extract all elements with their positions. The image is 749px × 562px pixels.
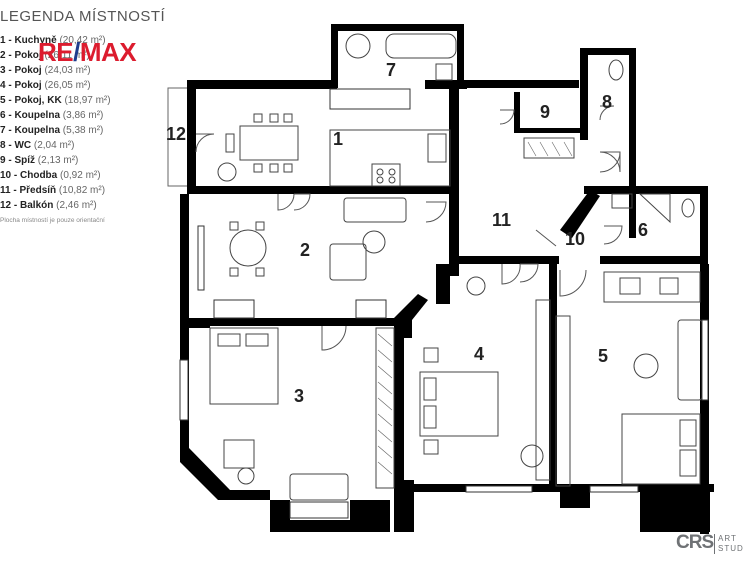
legend-item: 3 - Pokoj (24,03 m²): [0, 65, 91, 76]
legend-item: 1 - Kuchyně (20,42 m²): [0, 35, 106, 46]
legend-item: 10 - Chodba (0,92 m²): [0, 170, 101, 181]
room-label-3: 3: [294, 386, 304, 406]
room-label-8: 8: [602, 92, 612, 112]
legend-item: 12 - Balkón (2,46 m²): [0, 200, 97, 211]
legend-item: 5 - Pokoj, KK (18,97 m²): [0, 95, 111, 106]
room-label-2: 2: [300, 240, 310, 260]
legend-item: 4 - Pokoj (26,05 m²): [0, 80, 91, 91]
room-label-6: 6: [638, 220, 648, 240]
legend-list: 1 - Kuchyně (20,42 m²) 2 - Pokoj (26,11 …: [0, 33, 200, 213]
room-label-9: 9: [540, 102, 550, 122]
door-swings: [195, 105, 623, 351]
room-labels: 1 2 3 4 5 6 7 8 9 10 11 12: [166, 60, 648, 406]
room-label-10: 10: [565, 229, 585, 249]
wardrobes: [377, 141, 573, 475]
room-label-7: 7: [386, 60, 396, 80]
legend-item: 2 - Pokoj (26,11 m²): [0, 50, 90, 61]
remax-logo: RE/MAX: [38, 37, 137, 67]
legend-title: LEGENDA MÍSTNOSTÍ: [0, 8, 166, 25]
room-label-1: 1: [333, 129, 343, 149]
windows: [179, 88, 709, 519]
room-label-11: 11: [492, 210, 511, 230]
legend-item: 9 - Spíž (2,13 m²): [0, 155, 79, 166]
legend-item: 7 - Koupelna (5,38 m²): [0, 125, 104, 136]
furniture: [209, 33, 703, 501]
watermark-logo: CRS: [676, 532, 714, 553]
legend-item: 11 - Předsíň (10,82 m²): [0, 185, 106, 196]
room-label-4: 4: [474, 344, 484, 364]
room-label-12: 12: [166, 124, 186, 144]
legend-note: Plocha místností je pouze orientační: [0, 217, 105, 224]
legend-item: 8 - WC (2,04 m²): [0, 140, 75, 151]
room-legend: LEGENDA MÍSTNOSTÍ 1 - Kuchyně (20,42 m²)…: [0, 8, 200, 224]
room-label-5: 5: [598, 346, 608, 366]
legend-item: 6 - Koupelna (3,86 m²): [0, 110, 104, 121]
